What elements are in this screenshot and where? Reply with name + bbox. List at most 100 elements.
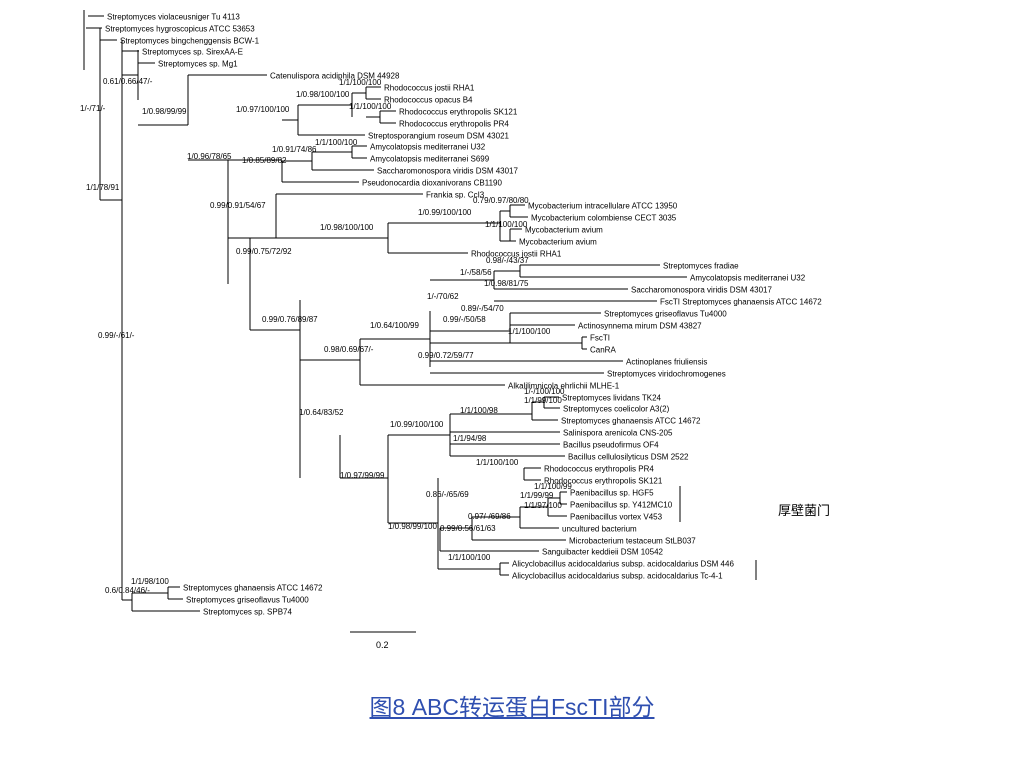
support-value-label: 0.61/0.66/47/- <box>103 77 153 86</box>
support-value-label: 0.6/0.84/46/- <box>105 586 150 595</box>
taxon-label: Bacillus pseudofirmus OF4 <box>563 441 659 450</box>
support-value-label: 1/1/100/100 <box>485 220 528 229</box>
support-value-label: 1/1/99/100 <box>524 396 562 405</box>
support-value-label: 1/1/78/91 <box>86 183 120 192</box>
taxon-label: Mycobacterium intracellulare ATCC 13950 <box>528 202 678 211</box>
support-value-label: 0.99/-/61/- <box>98 331 135 340</box>
support-value-label: 1/0.98/81/75 <box>484 279 529 288</box>
support-value-label: 1/1/98/100 <box>131 577 169 586</box>
taxon-label: Paenibacillus sp. HGF5 <box>570 489 654 498</box>
support-value-label: 1/1/100/100 <box>448 553 491 562</box>
support-value-label: 0.79/0.97/80/80 <box>473 196 529 205</box>
taxon-label: FscTI <box>590 334 610 343</box>
support-value-label: 1/1/94/98 <box>453 434 487 443</box>
taxon-label: Bacillus cellulosilyticus DSM 2522 <box>568 453 689 462</box>
taxon-label: Alicyclobacillus acidocaldarius subsp. a… <box>512 560 734 569</box>
taxon-label: Paenibacillus vortex V453 <box>570 513 663 522</box>
figure-caption[interactable]: 图8 ABC转运蛋白FscTI部分 <box>369 694 655 720</box>
support-value-label: 1/0.64/83/52 <box>299 408 344 417</box>
taxon-label: Streptomyces fradiae <box>663 262 739 271</box>
taxon-label: Actinosynnema mirum DSM 43827 <box>578 322 702 331</box>
support-value-label: 1/-/58/56 <box>460 268 492 277</box>
taxon-label: Paenibacillus sp. Y412MC10 <box>570 501 673 510</box>
taxon-label: Rhodococcus jostii RHA1 <box>471 250 562 259</box>
taxon-label: Mycobacterium colombiense CECT 3035 <box>531 214 677 223</box>
support-value-label: 1/0.91/74/86 <box>272 145 317 154</box>
support-value-label: 1/1/100/100 <box>508 327 551 336</box>
scale-bar-label: 0.2 <box>376 640 389 650</box>
support-value-label: 0.99/0.72/59/77 <box>418 351 474 360</box>
taxon-label: Catenulispora acidiphila DSM 44928 <box>270 72 400 81</box>
taxon-label: Amycolatopsis mediterranei U32 <box>690 274 806 283</box>
taxon-label: Rhodococcus opacus B4 <box>384 96 473 105</box>
taxon-label: Streptomyces griseoflavus Tu4000 <box>186 596 309 605</box>
taxon-label: Rhodococcus jostii RHA1 <box>384 84 475 93</box>
support-value-label: 1/0.99/100/100 <box>390 420 444 429</box>
taxon-label: Microbacterium testaceum StLB037 <box>569 537 696 546</box>
taxon-label: Streptomyces sp. Mg1 <box>158 60 238 69</box>
support-value-label: 0.98/-/43/37 <box>486 256 529 265</box>
taxon-label: Streptomyces sp. SirexAA-E <box>142 48 243 57</box>
taxon-label: Streptomyces ghanaensis ATCC 14672 <box>561 417 701 426</box>
support-value-label: 1/0.64/100/99 <box>370 321 419 330</box>
support-value-label: 1/1/100/100 <box>315 138 358 147</box>
support-value-label: 1/1/100/99 <box>534 482 572 491</box>
taxon-label: Alkalilimnicola ehrlichii MLHE-1 <box>508 382 620 391</box>
taxon-label: uncultured bacterium <box>562 525 637 534</box>
taxon-label: Streptomyces sp. SPB74 <box>203 608 292 617</box>
taxon-label: Streptomyces hygroscopicus ATCC 53653 <box>105 25 255 34</box>
support-value-label: 1/0.98/100/100 <box>296 90 350 99</box>
support-value-label: 0.89/-/54/70 <box>461 304 504 313</box>
taxon-label: Streptomyces coelicolor A3(2) <box>563 405 670 414</box>
support-value-label: 1/1/99/99 <box>520 491 554 500</box>
support-value-label: 0.99/0.91/54/67 <box>210 201 266 210</box>
support-value-label: 1/0.97/99/99 <box>340 471 385 480</box>
taxon-label: Rhodococcus erythropolis SK121 <box>544 477 663 486</box>
taxon-label: Mycobacterium avium <box>525 226 603 235</box>
support-value-label: 1/0.98/99/99 <box>142 107 187 116</box>
taxon-label: Frankia sp. CcI3 <box>426 191 485 200</box>
taxon-label: Sanguibacter keddieii DSM 10542 <box>542 548 664 557</box>
taxon-label: Mycobacterium avium <box>519 238 597 247</box>
support-value-label: 0.98/0.69/67/- <box>324 345 374 354</box>
support-value-label: 1/1/97/100 <box>524 501 562 510</box>
taxon-label: Amycolatopsis mediterranei S699 <box>370 155 490 164</box>
taxon-label: Rhodococcus erythropolis PR4 <box>399 120 509 129</box>
taxon-label: Streptosporangium roseum DSM 43021 <box>368 132 510 141</box>
taxon-label: Salinispora arenicola CNS-205 <box>563 429 673 438</box>
taxon-label: Saccharomonospora viridis DSM 43017 <box>377 167 519 176</box>
support-value-label: 1/-/70/62 <box>427 292 459 301</box>
taxon-label: Streptomyces ghanaensis ATCC 14672 <box>183 584 323 593</box>
support-value-label: 1/-/71/- <box>80 104 106 113</box>
taxon-label: Actinoplanes friuliensis <box>626 358 707 367</box>
taxon-label: Streptomyces violaceusniger Tu 4113 <box>107 13 240 22</box>
support-value-label: 1/0.98/99/100 <box>388 522 437 531</box>
taxon-label: Alicyclobacillus acidocaldarius subsp. a… <box>512 572 723 581</box>
taxon-label: FscTI Streptomyces ghanaensis ATCC 14672 <box>660 298 822 307</box>
support-value-label: 0.99/-/50/58 <box>443 315 486 324</box>
taxon-label: Rhodococcus erythropolis PR4 <box>544 465 654 474</box>
support-value-label: 1/0.85/89/82 <box>242 156 287 165</box>
taxon-label: Streptomyces viridochromogenes <box>607 370 726 379</box>
support-value-label: 1/1/100/100 <box>339 78 382 87</box>
support-value-label: 1/0.96/78/65 <box>187 152 232 161</box>
support-value-label: 1/0.98/100/100 <box>320 223 374 232</box>
support-value-label: 0.86/-/65/69 <box>426 490 469 499</box>
support-value-label: 0.99/0.76/89/87 <box>262 315 318 324</box>
taxon-label: Streptomyces bingchenggensis BCW-1 <box>120 37 260 46</box>
support-value-label: 0.99/0.56/61/63 <box>440 524 496 533</box>
support-value-label: 1/0.99/100/100 <box>418 208 472 217</box>
support-value-label: 1/0.97/100/100 <box>236 105 290 114</box>
clade-group-label: 厚壁菌门 <box>778 504 831 519</box>
taxon-label: Pseudonocardia dioxanivorans CB1190 <box>362 179 502 188</box>
support-value-label: 1/1/100/100 <box>476 458 519 467</box>
taxon-label: Streptomyces lividans TK24 <box>562 394 662 403</box>
taxon-label: Saccharomonospora viridis DSM 43017 <box>631 286 773 295</box>
support-value-label: 0.99/0.75/72/92 <box>236 247 292 256</box>
taxon-label: Rhodococcus erythropolis SK121 <box>399 108 518 117</box>
taxon-label: Streptomyces griseoflavus Tu4000 <box>604 310 727 319</box>
taxon-label: Amycolatopsis mediterranei U32 <box>370 143 486 152</box>
support-value-label: 0.97/-/69/86 <box>468 512 511 521</box>
